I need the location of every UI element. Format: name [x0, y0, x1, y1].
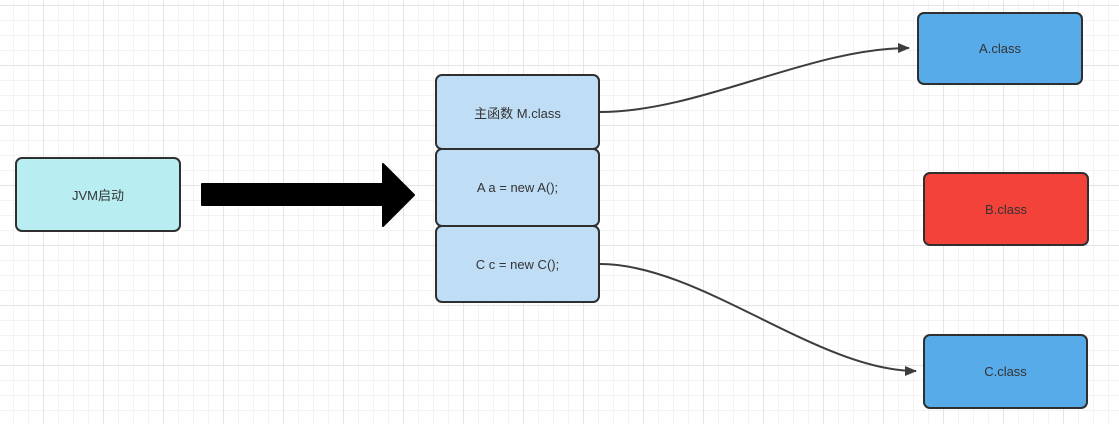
node-statement-new-c: C c = new C(); — [435, 225, 600, 303]
block-arrow-jvm-to-main — [201, 163, 415, 227]
node-a-class: A.class — [917, 12, 1083, 85]
node-jvm-start: JVM启动 — [15, 157, 181, 232]
node-c-class: C.class — [923, 334, 1088, 409]
node-main-function: 主函数 M.class — [435, 74, 600, 150]
node-statement-new-a: A a = new A(); — [435, 148, 600, 227]
curve-arrow-stmtc-to-cclass — [599, 263, 917, 376]
curve-arrow-main-to-aclass — [599, 43, 910, 113]
node-b-class: B.class — [923, 172, 1089, 246]
